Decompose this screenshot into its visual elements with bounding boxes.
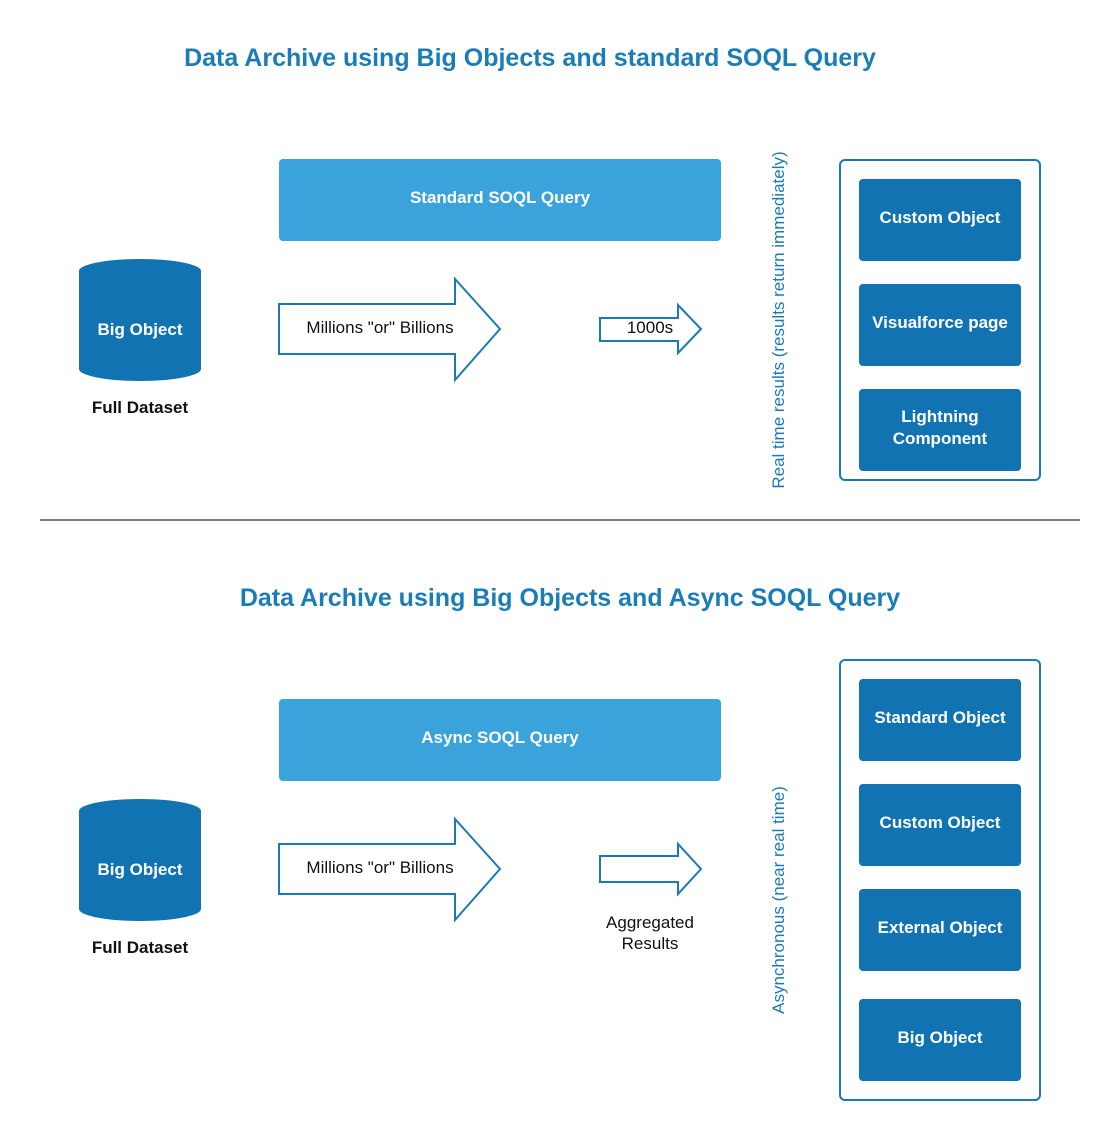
soql-query-label: Standard SOQL Query xyxy=(410,188,591,207)
target-lightning-label-line1: Lightning xyxy=(901,407,978,426)
output-arrow-label: 1000s xyxy=(627,318,673,337)
big-object-cylinder: Big Object xyxy=(79,799,201,921)
target-visualforce-page-label: Visualforce page xyxy=(872,313,1008,332)
section-standard-soql: Data Archive using Big Objects and stand… xyxy=(79,44,1041,489)
target-external-object-label: External Object xyxy=(878,918,1003,937)
full-dataset-caption: Full Dataset xyxy=(92,398,189,417)
target-visualforce-page xyxy=(859,284,1021,366)
target-custom-object xyxy=(859,179,1021,261)
async-vertical-label: Asynchronous (near real time) xyxy=(769,786,788,1014)
target-lightning-component xyxy=(859,389,1021,471)
output-arrow xyxy=(599,841,703,897)
output-caption-line2: Results xyxy=(622,934,679,953)
section-async-soql: Data Archive using Big Objects and Async… xyxy=(79,584,1041,1101)
input-arrow-label: Millions "or" Billions xyxy=(306,858,453,877)
input-arrow xyxy=(278,276,502,383)
target-custom-object-label: Custom Object xyxy=(880,208,1001,227)
big-object-label: Big Object xyxy=(97,860,182,879)
section-2-title: Data Archive using Big Objects and Async… xyxy=(240,584,900,612)
async-query-label: Async SOQL Query xyxy=(421,728,579,747)
soql-query-box xyxy=(279,159,721,241)
async-query-box xyxy=(279,699,721,781)
target-external-object xyxy=(859,889,1021,971)
target-custom-object xyxy=(859,784,1021,866)
realtime-vertical-label: Real time results (results return immedi… xyxy=(769,151,788,488)
target-big-object-label: Big Object xyxy=(897,1028,982,1047)
output-caption-line1: Aggregated xyxy=(606,913,694,932)
target-standard-object-label: Standard Object xyxy=(874,708,1006,727)
target-big-object xyxy=(859,999,1021,1081)
output-arrow xyxy=(599,302,703,356)
section-1-title: Data Archive using Big Objects and stand… xyxy=(184,44,876,72)
input-arrow-label: Millions "or" Billions xyxy=(306,318,453,337)
input-arrow xyxy=(278,816,502,923)
target-container xyxy=(839,659,1041,1101)
target-lightning-label-line2: Component xyxy=(893,429,988,448)
target-custom-object-label: Custom Object xyxy=(880,813,1001,832)
big-object-cylinder: Big Object xyxy=(79,259,201,381)
target-standard-object xyxy=(859,679,1021,761)
big-object-label: Big Object xyxy=(97,320,182,339)
full-dataset-caption: Full Dataset xyxy=(92,938,189,957)
